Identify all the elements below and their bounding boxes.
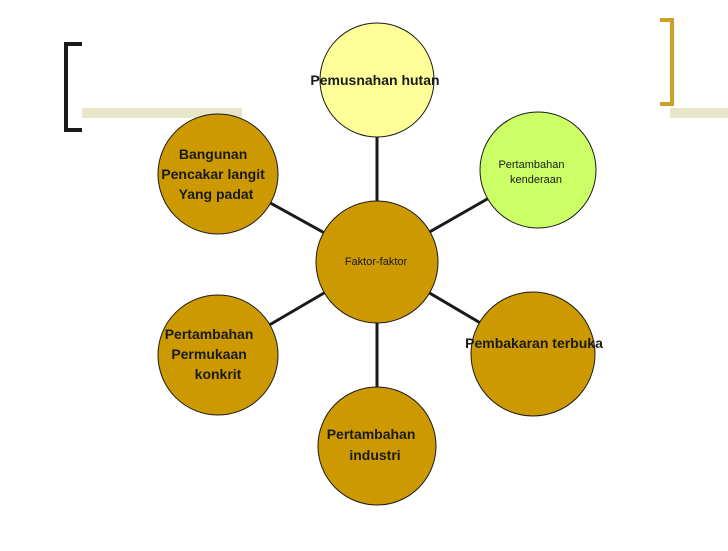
node-top-left-line-3: Yang padat — [179, 186, 254, 202]
node-top-left: Bangunan Pencakar langit Yang padat — [157, 113, 279, 235]
node-top-left-line-1: Bangunan — [179, 146, 247, 162]
node-bottom-left-line-3: konkrit — [195, 366, 242, 382]
node-top-left-label: Bangunan Pencakar langit Yang padat — [161, 146, 268, 202]
node-center-circle — [315, 200, 439, 324]
node-top-line-1: Pemusnahan hutan — [310, 72, 439, 88]
node-top-right: Pertambahan kenderaan — [479, 111, 597, 229]
decorative-stripes — [82, 108, 728, 118]
node-top-label: Pemusnahan hutan — [310, 72, 439, 88]
node-top-left-line-2: Pencakar langit — [161, 166, 265, 182]
node-bottom-line-2: industri — [349, 447, 400, 463]
node-bottom-left-line-2: Permukaan — [171, 346, 246, 362]
node-top-left-circle — [157, 113, 279, 235]
node-top-circle — [319, 22, 435, 138]
node-bottom-right-circle — [470, 291, 596, 417]
node-center: Faktor-faktor — [315, 200, 439, 324]
node-center-line-1: Faktor-faktor — [345, 256, 408, 268]
node-bottom-circle — [317, 386, 437, 506]
node-bottom-label: Pertambahan industri — [327, 426, 420, 463]
node-bottom-right-label: Pembakaran terbuka — [465, 335, 603, 351]
node-bottom-right: Pembakaran terbuka — [465, 291, 603, 417]
node-bottom-right-line-1: Pembakaran terbuka — [465, 335, 603, 351]
right-bracket-icon — [660, 18, 674, 106]
node-top-right-line-2: kenderaan — [510, 174, 562, 186]
node-bottom-left-label: Pertambahan Permukaan konkrit — [165, 326, 258, 382]
node-bottom-left-line-1: Pertambahan — [165, 326, 254, 342]
node-top-right-line-1: Pertambahan — [498, 159, 564, 171]
node-bottom-left-circle — [157, 294, 279, 416]
node-bottom: Pertambahan industri — [317, 386, 437, 506]
left-bracket-icon — [64, 42, 82, 132]
node-center-label: Faktor-faktor — [345, 256, 408, 268]
node-bottom-left: Pertambahan Permukaan konkrit — [157, 294, 279, 416]
node-top-right-label: Pertambahan kenderaan — [498, 159, 567, 186]
stripe-right — [670, 108, 728, 118]
node-bottom-line-1: Pertambahan — [327, 426, 416, 442]
node-top: Pemusnahan hutan — [310, 22, 440, 138]
stripe-left — [82, 108, 242, 118]
node-top-right-circle — [479, 111, 597, 229]
